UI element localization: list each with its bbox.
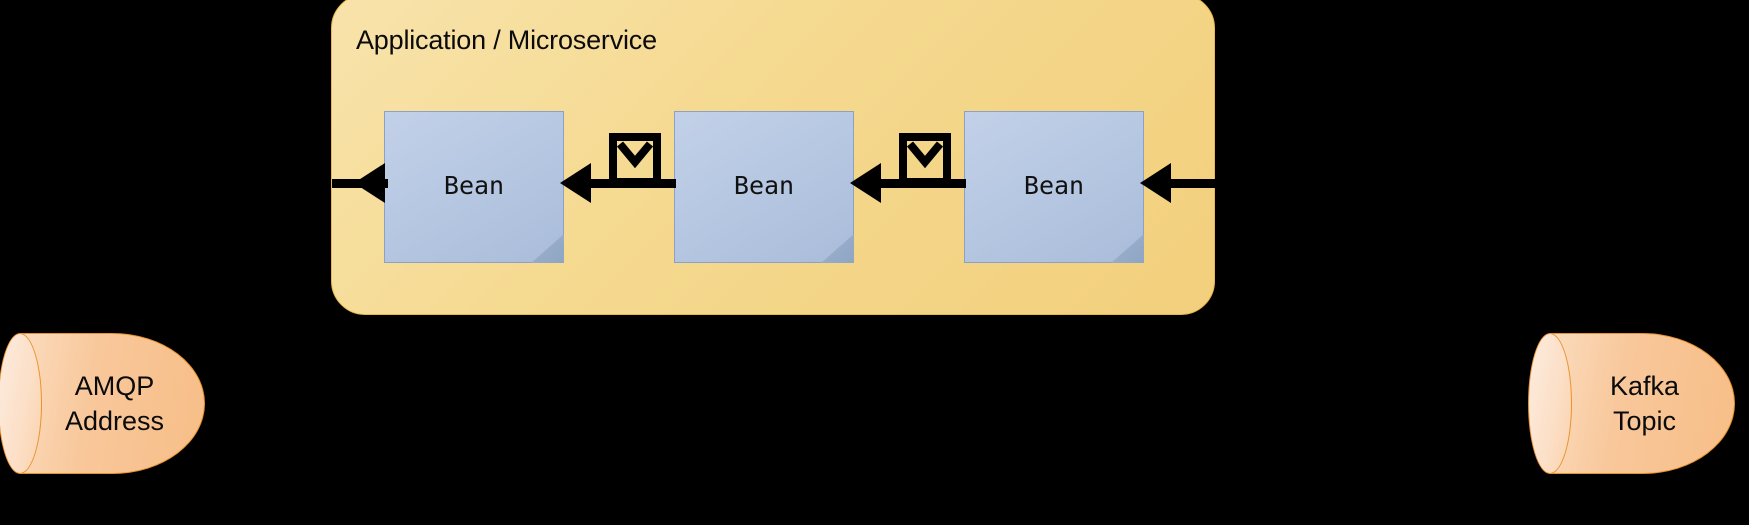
kafka-topic-label: Kafka Topic (1560, 333, 1729, 474)
cylinder-body (20, 333, 205, 474)
kafka-topic-cylinder[interactable]: Kafka Topic (1528, 333, 1735, 474)
cylinder-cap (1528, 333, 1572, 474)
amqp-label-line-2: Address (64, 405, 165, 436)
arrow-head-bean3-to-bean2 (850, 163, 881, 203)
kafka-label-line-2: Topic (1612, 405, 1677, 436)
cylinder-body (1550, 333, 1735, 474)
amqp-address-label: AMQP Address (30, 333, 199, 474)
envelope-icon (899, 133, 951, 186)
application-title: Application / Microservice (356, 25, 657, 55)
cylinder-cap (0, 333, 42, 474)
amqp-address-cylinder[interactable]: AMQP Address (0, 333, 205, 474)
bean-label-1: Bean (443, 170, 505, 200)
bean-box-1[interactable]: Bean (384, 111, 564, 263)
kafka-label-line-1: Kafka (1609, 370, 1680, 401)
envelope-icon (609, 133, 661, 186)
arrow-head-bean2-to-bean1 (560, 163, 591, 203)
connector-line-left (205, 184, 333, 193)
bean-box-2[interactable]: Bean (674, 111, 854, 263)
arrow-head-inlet (354, 163, 385, 203)
arrow-head-outlet-to-bean3 (1140, 163, 1171, 203)
connector-line-right (1213, 184, 1530, 193)
bean-label-2: Bean (733, 170, 795, 200)
bean-box-3[interactable]: Bean (964, 111, 1144, 263)
arrow-line-outlet-to-bean3 (1160, 179, 1256, 188)
amqp-label-line-1: AMQP (74, 370, 155, 401)
application-container[interactable]: Application / Microservice Bean Bean Bea… (331, 0, 1256, 315)
bean-label-3: Bean (1023, 170, 1085, 200)
